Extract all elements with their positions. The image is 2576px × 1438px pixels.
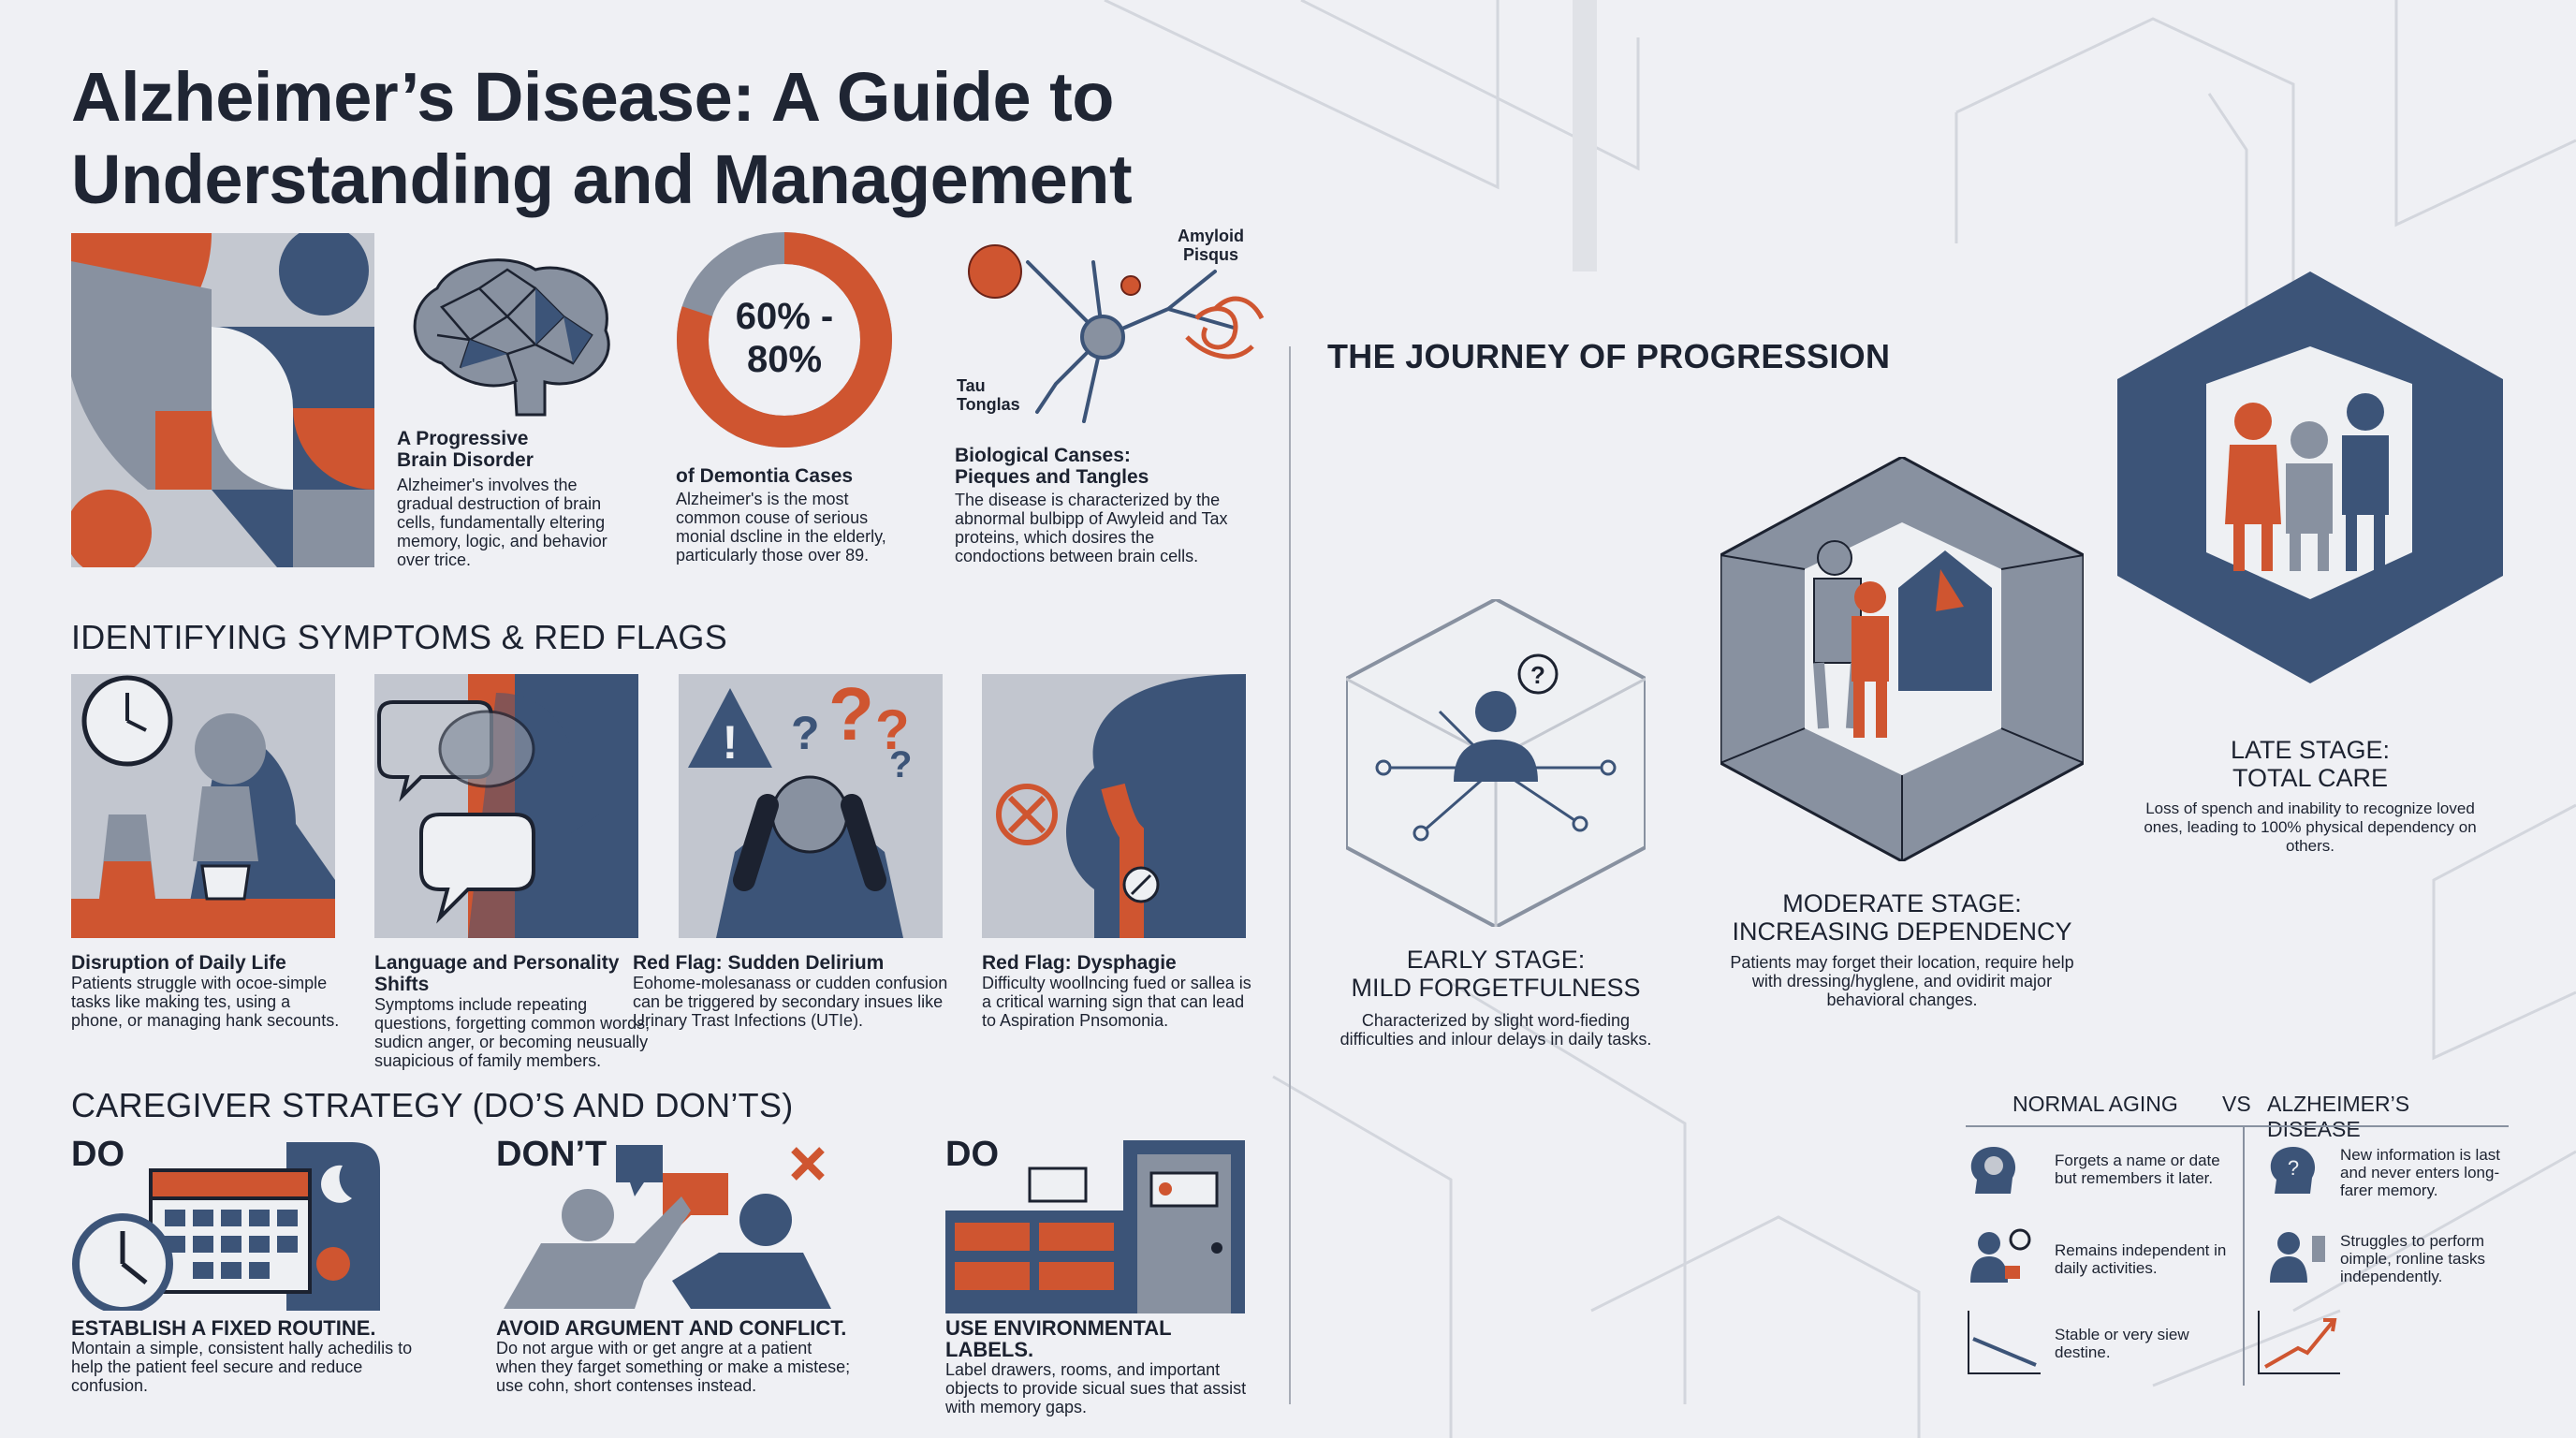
page-title-line2: Understanding and Management (71, 140, 1133, 218)
comparison-header-alzheimers: ALZHEIMER’S DISEASE (2267, 1092, 2410, 1141)
causes-title: Biological Canses: Pieques and Tangles (955, 445, 1149, 488)
symptom-panel-language (374, 674, 638, 938)
symptom-panel-daily-life (71, 674, 335, 938)
calendar-routine-icon (72, 1142, 380, 1311)
symptom-panel-delirium: ! ? ? ? ? (679, 674, 943, 938)
symptom-text-1: Patients struggle with ocoe-simple tasks… (71, 974, 340, 1030)
svg-text:?: ? (791, 707, 820, 759)
neuron-plaque-icon (968, 244, 1265, 423)
stat-value: 60% - 80% (735, 296, 834, 380)
causes-text: The disease is characterized by the abno… (955, 491, 1228, 565)
svg-text:?: ? (889, 744, 912, 785)
tau-label: Tau Tonglas (957, 376, 1020, 414)
late-stage-text: Loss of spench and inability to recogniz… (2144, 800, 2477, 855)
symptoms-heading: IDENTIFYING SYMPTOMS & RED FLAGS (71, 618, 728, 656)
early-stage-title: EARLY STAGE: MILD FORGETFULNESS (1351, 946, 1641, 1002)
svg-text:?: ? (875, 698, 910, 761)
stat-donut-fill (677, 232, 892, 448)
caregiver-text-2: Do not argue with or get angre at a pati… (496, 1339, 851, 1395)
warning-icon (688, 688, 772, 768)
moderate-stage-hexagon (1720, 457, 2084, 861)
early-stage-hexagon: ? (1346, 599, 1646, 927)
comparison-right-1: New information is last and never enters… (2340, 1146, 2501, 1199)
argument-people-icon (504, 1145, 831, 1309)
brain-icon (413, 258, 610, 417)
abstract-geometric-art (71, 233, 374, 567)
symptom-title-3: Red Flag: Sudden Delirium (633, 952, 885, 974)
brain-disorder-text: Alzheimer's involves the gradual destruc… (397, 476, 607, 569)
symptom-text-4: Difficulty woollncing fued or sallea is … (982, 974, 1251, 1030)
progression-heading: THE JOURNEY OF PROGRESSION (1327, 337, 1891, 375)
comparison-left-2: Remains independent in daily activities. (2055, 1241, 2227, 1277)
moderate-stage-text: Patients may forget their location, requ… (1730, 953, 2074, 1009)
caregiver-text-1: Montain a simple, consistent hally ached… (71, 1339, 413, 1395)
stat-donut-chart (677, 232, 892, 448)
comparison-table: NORMAL AGING VS ALZHEIMER’S DISEASE Forg… (1966, 1086, 2509, 1386)
caregiver-tag-1: DO (71, 1135, 124, 1174)
svg-text:?: ? (2288, 1156, 2299, 1180)
stat-text: Alzheimer's is the most common couse of … (676, 490, 886, 565)
caregiver-tag-3: DO (945, 1135, 999, 1174)
amyloid-label: Amyloid Pisqus (1178, 227, 1245, 264)
symptom-title-2: Language and Personality Shifts (374, 952, 620, 995)
svg-text:!: ! (723, 716, 739, 769)
comparison-header-normal: NORMAL AGING (2012, 1092, 2178, 1116)
brain-disorder-title: A Progressive Brain Disorder (397, 428, 534, 471)
symptom-text-3: Eohome-molesanass or cudden confusion ca… (633, 974, 948, 1030)
comparison-header-vs: VS (2222, 1092, 2251, 1116)
comparison-right-2: Struggles to perform oimple, ronline tas… (2340, 1232, 2485, 1285)
svg-text:?: ? (1530, 661, 1545, 689)
comparison-left-1: Forgets a name or date but remembers it … (2055, 1152, 2220, 1187)
no-swallow-icon (996, 784, 1058, 845)
caregiver-title-2: AVOID ARGUMENT AND CONFLICT. (496, 1316, 847, 1340)
struggling-person-icon (2270, 1232, 2325, 1283)
confused-head-icon: ? (2270, 1147, 2316, 1194)
symptom-title-1: Disruption of Daily Life (71, 952, 286, 974)
stable-decline-graph-icon (1968, 1311, 2041, 1374)
caregiver-title-1: ESTABLISH A FIXED ROUTINE. (71, 1316, 376, 1340)
labeled-drawers-icon (945, 1140, 1245, 1313)
symptom-panel-dysphagia (982, 674, 1246, 938)
comparison-left-3: Stable or very siew destine. (2055, 1326, 2189, 1361)
caregiver-text-3: Label drawers, rooms, and important obje… (945, 1360, 1247, 1416)
late-stage-hexagon (2117, 271, 2503, 683)
forgetful-head-icon (1970, 1147, 2016, 1194)
svg-text:?: ? (828, 674, 874, 756)
caregiver-title-3: USE ENVIRONMENTAL LABELS. (945, 1316, 1172, 1361)
stat-title: of Demontia Cases (676, 465, 854, 487)
page-title-line1: Alzheimer’s Disease: A Guide to (71, 58, 1115, 136)
steep-decline-graph-icon (2258, 1311, 2340, 1374)
symptom-title-4: Red Flag: Dysphagie (982, 952, 1177, 974)
caregiver-tag-2: DON’T (496, 1135, 607, 1174)
symptom-text-2: Symptoms include repeating questions, fo… (374, 995, 651, 1070)
early-stage-text: Characterized by slight word-fieding dif… (1339, 1011, 1652, 1049)
independent-person-icon (1970, 1228, 2031, 1283)
late-stage-title: LATE STAGE: TOTAL CARE (2230, 736, 2391, 792)
moderate-stage-title: MODERATE STAGE: INCREASING DEPENDENCY (1732, 889, 2072, 946)
caregiver-heading: CAREGIVER STRATEGY (DO’S AND DON’TS) (71, 1086, 794, 1124)
